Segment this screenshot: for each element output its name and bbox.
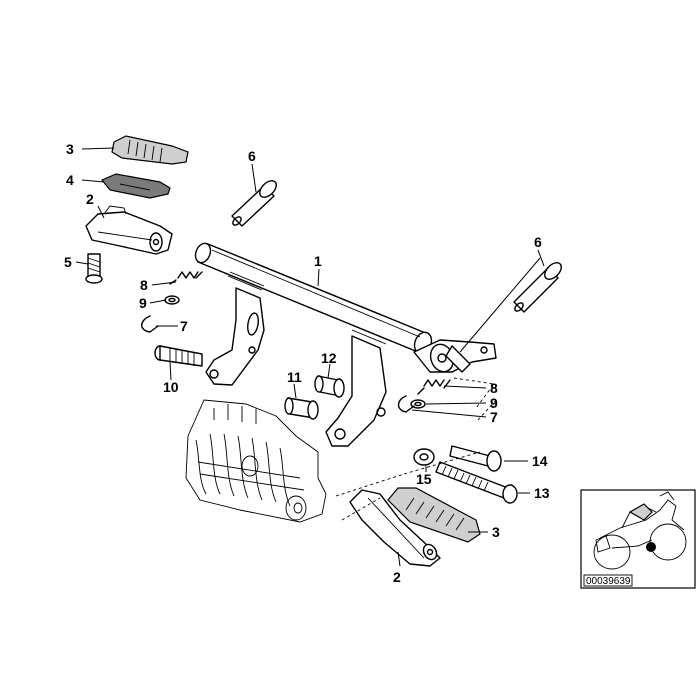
callout-9: 9 <box>490 395 498 411</box>
callout-2: 2 <box>86 191 94 207</box>
callout-3: 3 <box>66 141 74 157</box>
callout-14: 14 <box>532 453 548 469</box>
callout-7: 7 <box>490 409 498 425</box>
callout-1: 1 <box>314 253 322 269</box>
reference-code: 00039639 <box>586 576 631 587</box>
engine-silhouette <box>185 399 327 523</box>
callout-6: 6 <box>248 148 256 164</box>
callout-11: 11 <box>287 369 302 385</box>
right-foot-peg <box>349 489 441 567</box>
locator-inset: 00039639 <box>580 489 696 589</box>
right-mounting-bracket <box>325 335 497 447</box>
left-cover-plate <box>101 173 171 199</box>
callout-15: 15 <box>416 471 432 487</box>
bolt-14 <box>449 445 502 472</box>
callout-3: 3 <box>492 524 500 540</box>
callout-8: 8 <box>140 277 148 293</box>
callout-7: 7 <box>180 318 188 334</box>
washer-15 <box>413 448 435 466</box>
callout-5: 5 <box>64 254 72 270</box>
callout-4: 4 <box>66 172 74 188</box>
motorcycle-thumbnail <box>593 491 687 570</box>
left-bracket-bolt <box>154 345 203 367</box>
left-washer <box>164 295 180 305</box>
footrest-carrier-tube <box>194 242 433 355</box>
callout-12: 12 <box>321 350 337 366</box>
bushing-11 <box>284 397 319 420</box>
callout-8: 8 <box>490 380 498 396</box>
leader-lines <box>75 147 545 567</box>
left-rubber-pad <box>111 135 189 165</box>
left-mounting-bracket <box>205 287 265 386</box>
callout-labels: 1 2 2 3 3 4 5 6 6 7 7 8 8 9 9 10 11 12 1… <box>64 141 550 585</box>
bushing-12 <box>314 375 345 398</box>
right-spring <box>417 379 451 395</box>
right-rubber-pad <box>387 487 481 543</box>
callout-2: 2 <box>393 569 401 585</box>
callout-6: 6 <box>534 234 542 250</box>
left-circlip <box>141 315 159 333</box>
left-peg-screw <box>85 253 103 284</box>
callout-13: 13 <box>534 485 550 501</box>
right-circlip <box>397 395 415 413</box>
left-foot-peg <box>85 205 173 255</box>
bolt-13 <box>435 461 518 504</box>
callout-10: 10 <box>163 379 179 395</box>
callout-9: 9 <box>139 295 147 311</box>
pin-right <box>513 262 562 313</box>
pin-left <box>231 180 277 227</box>
